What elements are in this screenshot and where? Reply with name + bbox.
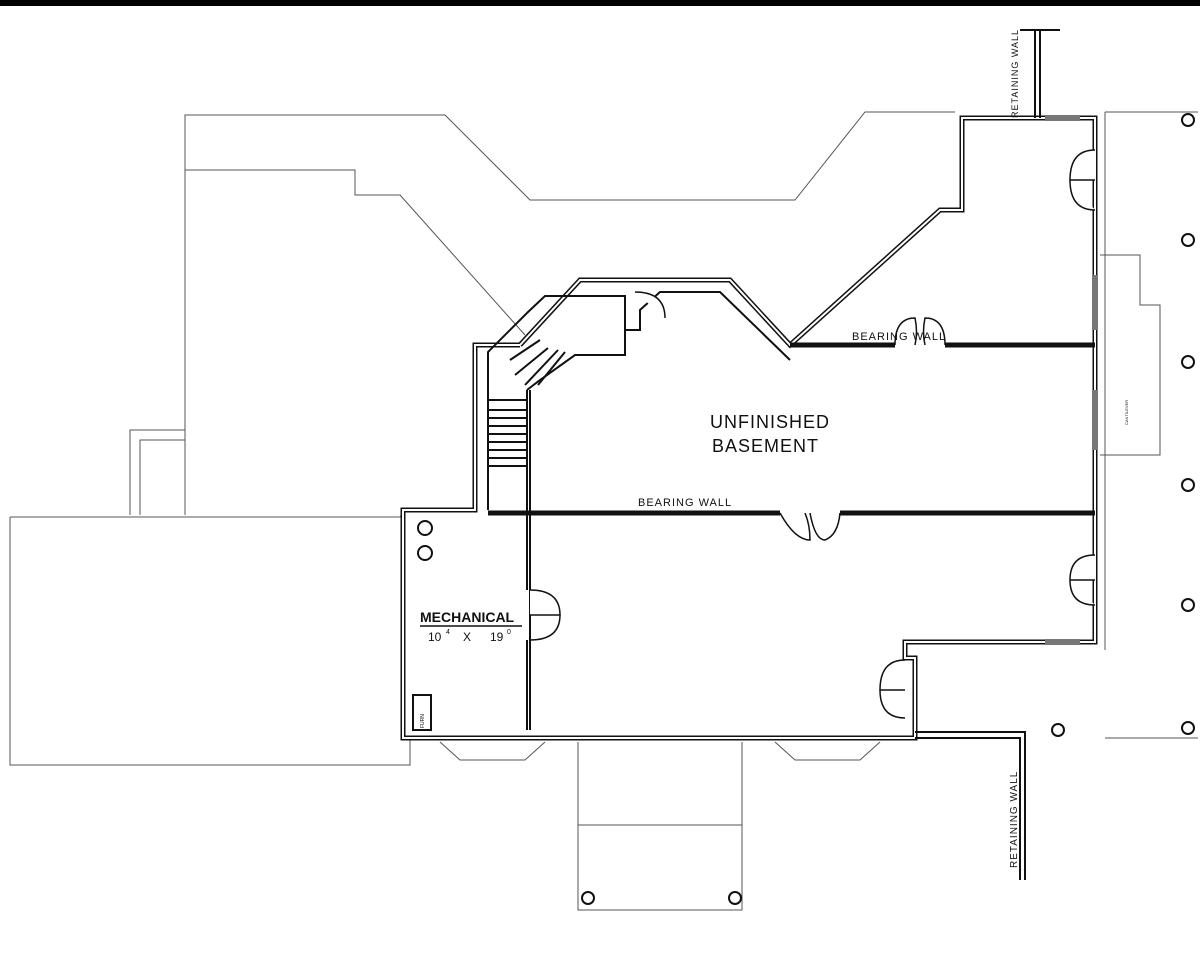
retaining-wall-top-label: RETAINING WALL	[1010, 29, 1020, 118]
mech-length-in: 0	[507, 629, 511, 636]
mech-x: X	[463, 630, 471, 644]
top-border	[0, 0, 1200, 6]
mech-width: 10	[428, 630, 442, 644]
bearing-wall-upper-label: BEARING WALL	[852, 331, 946, 343]
retaining-wall-bottom-label: RETAINING WALL	[1009, 771, 1020, 868]
mech-width-in: 4	[446, 629, 450, 636]
bearing-wall-lower-label: BEARING WALL	[638, 497, 732, 509]
retaining-walls	[915, 29, 1060, 880]
doors	[529, 149, 1096, 719]
interior-walls	[488, 342, 1095, 730]
mechanical-fixtures	[412, 520, 433, 731]
furnace-tag: FURN	[420, 714, 426, 728]
room-main-label-line2: BASEMENT	[712, 436, 819, 456]
columns	[581, 113, 1195, 905]
mech-length: 19	[490, 630, 504, 644]
window-tag: CANTILEVER	[1124, 400, 1129, 425]
window-hatches	[1045, 115, 1098, 645]
room-mech-label: MECHANICAL	[420, 609, 515, 625]
stairs	[488, 330, 626, 467]
room-main-label-line1: UNFINISHED	[710, 412, 830, 432]
